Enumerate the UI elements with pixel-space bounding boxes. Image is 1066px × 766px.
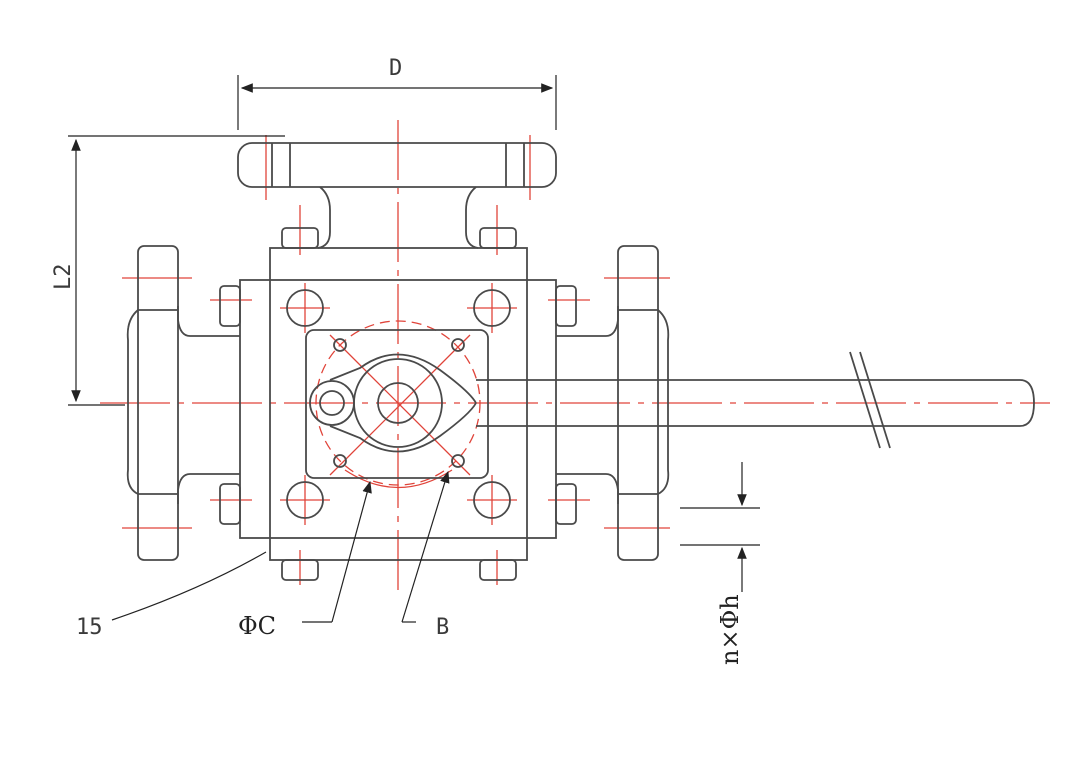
- n-phi-h-label: n×Φh: [716, 594, 744, 665]
- center-lines: [100, 120, 1050, 590]
- dimension-l2-label: L2: [51, 264, 76, 291]
- b-label: B: [436, 615, 449, 640]
- dimension-lines: [68, 75, 760, 623]
- phi-c-label: ΦC: [238, 612, 276, 640]
- part-15-label: 15: [76, 615, 103, 640]
- valve-outline: [126, 142, 1035, 581]
- dimension-d-label: D: [389, 56, 402, 81]
